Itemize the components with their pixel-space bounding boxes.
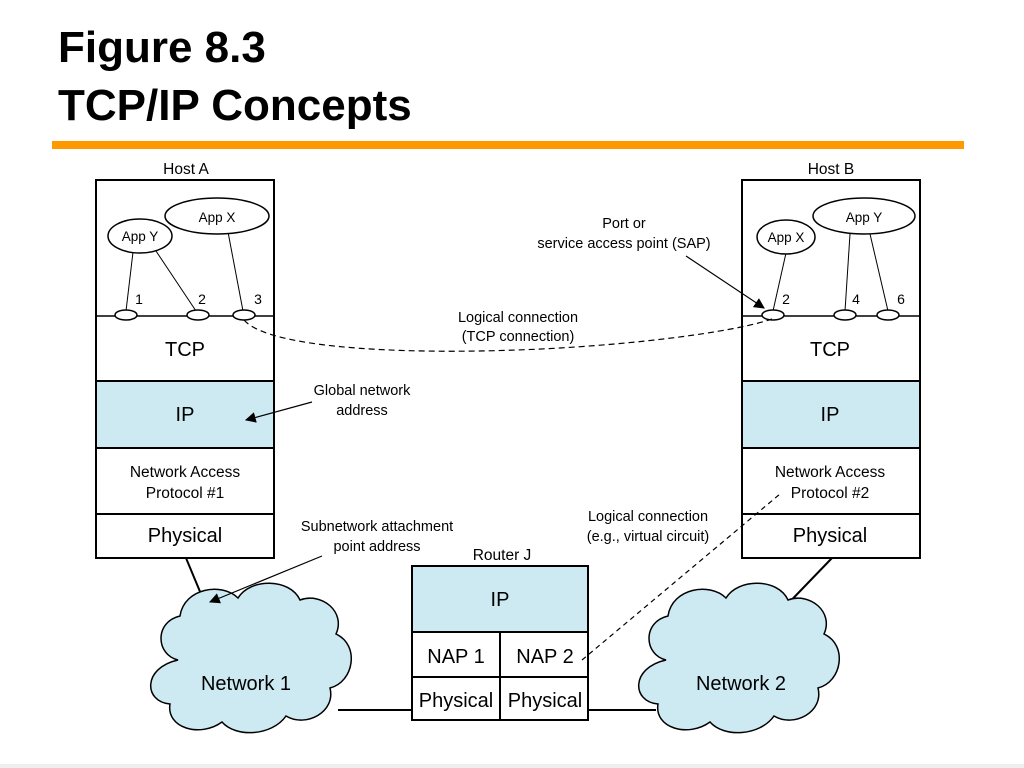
host-a-tcp: TCP	[165, 339, 205, 361]
host-a: Host A TCP IP Network Access Protocol #1…	[95, 161, 275, 559]
host-b-ip-layer	[741, 380, 921, 449]
router-nap2: NAP 2	[516, 646, 573, 668]
host-a-port-2	[186, 309, 210, 321]
title-divider	[52, 141, 964, 149]
host-a-port-1-label: 1	[135, 291, 143, 307]
logical-tcp-connection	[243, 318, 773, 352]
host-b-app-y	[812, 197, 916, 235]
host-b-port-6-label: 6	[897, 291, 905, 307]
host-a-app-x	[164, 197, 270, 235]
host-a-app-y	[107, 218, 173, 254]
router-label: Router J	[473, 547, 532, 564]
host-a-ip: IP	[176, 404, 195, 426]
sap-arrow	[685, 255, 765, 309]
host-a-port-3-label: 3	[254, 291, 262, 307]
host-b-nap-line1: Network Access	[775, 464, 886, 481]
global-line2: address	[336, 403, 388, 419]
router-physical2: Physical	[508, 690, 582, 712]
host-a-nap-line2: Protocol #1	[146, 485, 224, 502]
sap-line1: Port or	[602, 216, 646, 232]
host-b-label: Host B	[808, 161, 855, 178]
host-a-port-1	[114, 309, 138, 321]
network2-cloud: Network 2	[638, 582, 840, 734]
host-b-ip: IP	[821, 404, 840, 426]
subnet-line2: point address	[333, 539, 420, 555]
slide-title-line1: Figure 8.3	[58, 23, 266, 72]
network1-label: Network 1	[201, 673, 291, 695]
host-a-physical: Physical	[148, 525, 222, 547]
logical-vc-line1: Logical connection	[588, 509, 708, 525]
host-b: Host B TCP IP Network Access Protocol #2…	[741, 161, 921, 559]
host-b-app-x	[756, 219, 816, 255]
host-b-physical: Physical	[793, 525, 867, 547]
host-a-app-y-label: App Y	[122, 229, 159, 244]
logical-vc-line2: (e.g., virtual circuit)	[587, 529, 709, 545]
logical-vc-connection	[581, 493, 781, 661]
host-b-port-2	[761, 309, 785, 321]
subnet-line1: Subnetwork attachment	[301, 519, 453, 535]
network1-cloud: Network 1	[150, 582, 352, 734]
router-ip: IP	[491, 589, 510, 611]
host-b-app-y-label: App Y	[846, 210, 883, 225]
host-a-label: Host A	[163, 161, 209, 178]
host-a-ip-layer	[95, 380, 275, 449]
router-nap1: NAP 1	[427, 646, 484, 668]
sap-line2: service access point (SAP)	[537, 236, 710, 252]
slide-title-line2: TCP/IP Concepts	[58, 81, 412, 130]
host-b-port-4	[833, 309, 857, 321]
router-physical1: Physical	[419, 690, 493, 712]
footer-band	[0, 764, 1024, 768]
network2-label: Network 2	[696, 673, 786, 695]
host-b-port-4-label: 4	[852, 291, 860, 307]
host-b-port-2-label: 2	[782, 291, 790, 307]
global-arrow	[244, 401, 313, 423]
router-j: Router J IP NAP 1 NAP 2 Physical Physica…	[411, 547, 589, 721]
host-a-nap-line1: Network Access	[130, 464, 241, 481]
router-ip-layer	[411, 565, 589, 633]
host-a-port-3	[232, 309, 256, 321]
host-a-app-x-label: App X	[199, 210, 236, 225]
subnet-arrow	[209, 555, 323, 604]
host-b-port-6	[876, 309, 900, 321]
logical-tcp-line1: Logical connection	[458, 310, 578, 326]
host-a-port-2-label: 2	[198, 291, 206, 307]
logical-tcp-line2: (TCP connection)	[462, 329, 575, 345]
host-b-tcp: TCP	[810, 339, 850, 361]
host-b-nap-line2: Protocol #2	[791, 485, 869, 502]
global-line1: Global network	[314, 383, 411, 399]
host-b-app-x-label: App X	[768, 230, 805, 245]
